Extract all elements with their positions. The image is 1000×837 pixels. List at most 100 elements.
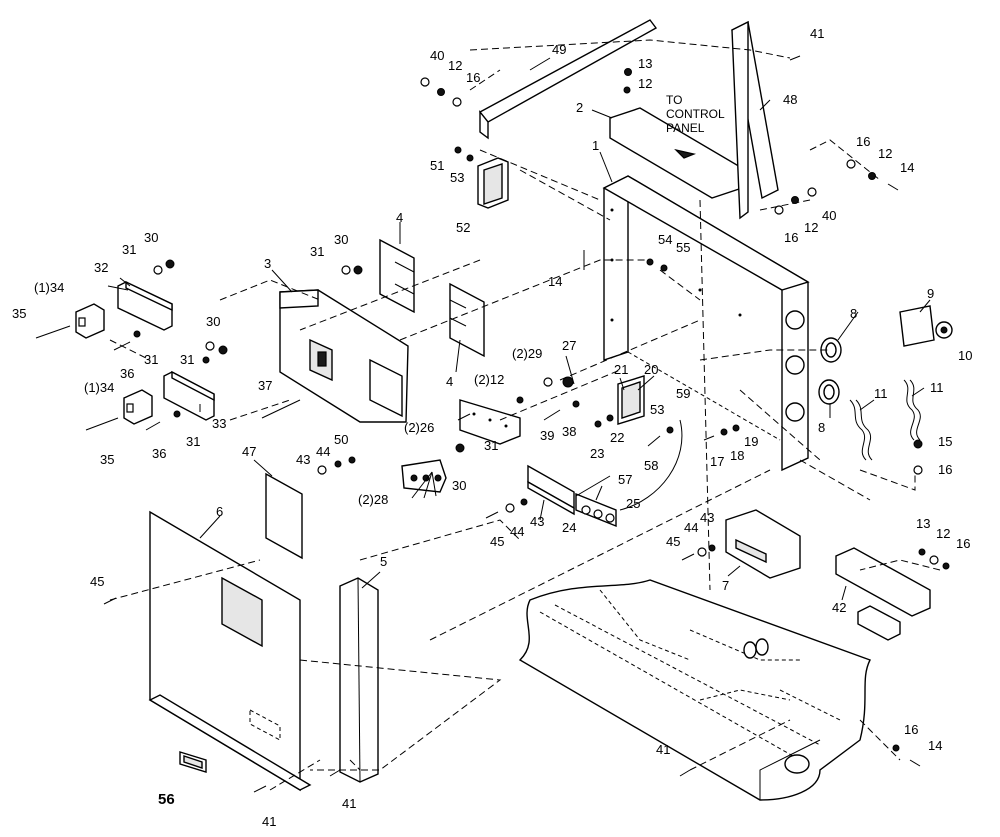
callout-9: 9 xyxy=(927,286,934,301)
callout-41: 41 xyxy=(342,796,356,811)
callout-18: 18 xyxy=(730,448,744,463)
callout-35: 35 xyxy=(12,306,26,321)
callout-45: 45 xyxy=(666,534,680,549)
callout-31: 31 xyxy=(186,434,200,449)
block-part-34-lower xyxy=(123,389,153,425)
callout-43: 43 xyxy=(296,452,310,467)
callout-22: 22 xyxy=(610,430,624,445)
callout-10: 10 xyxy=(958,348,972,363)
callout-4: 4 xyxy=(396,210,403,225)
callout-47: 47 xyxy=(242,444,256,459)
callout-31: 31 xyxy=(122,242,136,257)
callout-53: 53 xyxy=(650,402,664,417)
callout-31: 31 xyxy=(310,244,324,259)
bushing-part-10 xyxy=(935,321,953,339)
callout-19: 19 xyxy=(744,434,758,449)
plate-part-47 xyxy=(265,472,303,560)
lug-part-28 xyxy=(401,459,447,493)
callout-43: 43 xyxy=(530,514,544,529)
callout-6: 6 xyxy=(216,504,223,519)
callout-14: 14 xyxy=(928,738,942,753)
callout-21: 21 xyxy=(614,362,628,377)
barrier-part-4-lower xyxy=(449,282,485,358)
callout-34: (1)34 xyxy=(84,380,114,395)
callout-12: 12 xyxy=(804,220,818,235)
callout-31: 31 xyxy=(484,438,498,453)
callout-41: 41 xyxy=(262,814,276,829)
callout-3: 3 xyxy=(264,256,271,271)
assembly-lines xyxy=(109,39,941,791)
grommet-part-8 xyxy=(818,337,842,405)
callout-41: 41 xyxy=(656,742,670,757)
callout-12: 12 xyxy=(936,526,950,541)
bracket-part-26 xyxy=(459,399,521,445)
label-part-56 xyxy=(179,751,207,773)
callout-40: 40 xyxy=(822,208,836,223)
bolt-part-37 xyxy=(261,399,301,419)
callout-38: 38 xyxy=(562,424,576,439)
callout-31: 31 xyxy=(180,352,194,367)
breaker-part-3 xyxy=(279,289,409,423)
note-to-control-panel: CONTROL xyxy=(666,107,725,121)
callout-17: 17 xyxy=(710,454,724,469)
callout-8: 8 xyxy=(850,306,857,321)
callout-16: 16 xyxy=(956,536,970,551)
callout-12-pair: (2)12 xyxy=(474,372,504,387)
callout-36: 36 xyxy=(120,366,134,381)
callout-44: 44 xyxy=(316,444,330,459)
callout-55: 55 xyxy=(676,240,690,255)
callout-30: 30 xyxy=(452,478,466,493)
callout-30: 30 xyxy=(206,314,220,329)
callout-12: 12 xyxy=(448,58,462,73)
callout-44: 44 xyxy=(684,520,698,535)
hardware-fasteners xyxy=(35,55,950,793)
callout-14: 14 xyxy=(900,160,914,175)
callout-11: 11 xyxy=(930,380,944,395)
callout-20: 20 xyxy=(644,362,658,377)
callout-12: 12 xyxy=(878,146,892,161)
note-to-control-panel: TO xyxy=(666,93,682,107)
callout-33: 33 xyxy=(212,416,226,431)
panel-part-6 xyxy=(148,510,312,792)
callout-16: 16 xyxy=(784,230,798,245)
callout-26: (2)26 xyxy=(404,420,434,435)
callout-8: 8 xyxy=(818,420,825,435)
callout-36: 36 xyxy=(152,446,166,461)
strip-part-5 xyxy=(339,577,379,783)
callout-32: 32 xyxy=(94,260,108,275)
callout-59: 59 xyxy=(676,386,690,401)
callout-15: 15 xyxy=(938,434,952,449)
callout-51: 51 xyxy=(430,158,444,173)
callout-4: 4 xyxy=(446,374,453,389)
callout-14: 14 xyxy=(548,274,562,289)
plate-part-9 xyxy=(899,305,935,347)
callout-24: 24 xyxy=(562,520,576,535)
callout-27: 27 xyxy=(562,338,576,353)
callout-41: 41 xyxy=(810,26,824,41)
callout-37: 37 xyxy=(258,378,272,393)
callout-7: 7 xyxy=(722,578,729,593)
callout-45: 45 xyxy=(90,574,104,589)
callout-25: 25 xyxy=(626,496,640,511)
callout-40: 40 xyxy=(430,48,444,63)
callout-52: 52 xyxy=(456,220,470,235)
bar-part-32 xyxy=(117,280,173,331)
rail-part-24 xyxy=(527,464,575,516)
callout-11: 11 xyxy=(874,386,888,401)
block-part-34-upper xyxy=(75,303,105,339)
callout-43: 43 xyxy=(700,510,714,525)
callout-5: 5 xyxy=(380,554,387,569)
callout-1: 1 xyxy=(592,138,599,153)
bar-part-33 xyxy=(163,370,215,421)
callout-labels: 49 41 40 12 16 13 12 48 TO CONTROL PANEL… xyxy=(12,26,972,829)
terminal-strip-part-20 xyxy=(617,375,645,425)
callout-35: 35 xyxy=(100,452,114,467)
wire-part-11 xyxy=(849,379,921,461)
cover-part-52 xyxy=(477,157,509,209)
callout-23: 23 xyxy=(590,446,604,461)
terminal-part-7 xyxy=(725,509,801,579)
bracket-part-42 xyxy=(835,547,931,641)
callout-30: 30 xyxy=(334,232,348,247)
callout-31: 31 xyxy=(144,352,158,367)
